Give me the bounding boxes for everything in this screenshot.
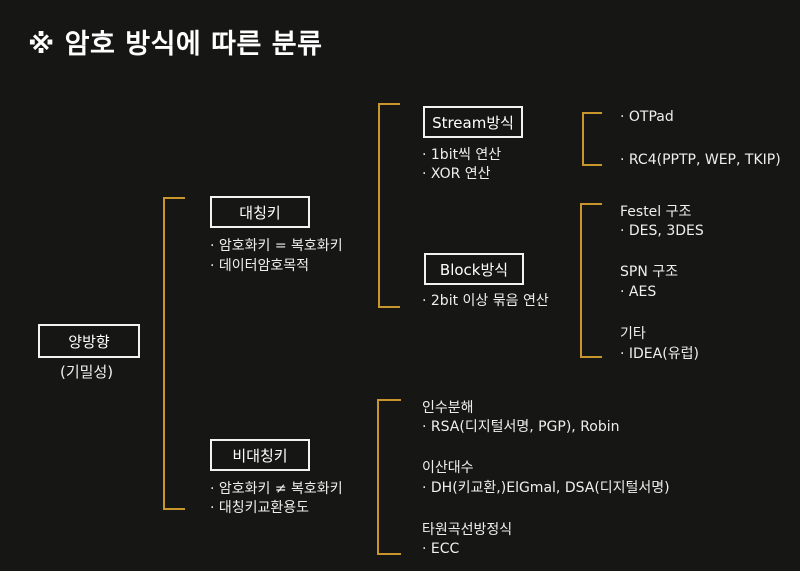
stream-note-1: · 1bit씩 연산 [422,147,502,163]
stream-item-otpad: · OTPad [620,109,674,125]
node-symmetric: 대칭키 [210,196,310,228]
bracket-block [580,203,602,358]
bracket-root [163,197,185,510]
node-stream-label: Stream방식 [432,113,514,132]
node-block-label: Block방식 [439,260,509,279]
node-symmetric-label: 대칭키 [239,203,281,222]
node-bidirectional-label: 양방향 [68,332,110,351]
asym-group-2-head: 이산대수 [422,460,474,476]
asymmetric-note-1: · 암호화키 ≠ 복호화키 [210,481,343,497]
symmetric-note-2: · 데이터암호목적 [210,258,310,274]
block-group-1-head: Festel 구조 [620,204,692,220]
node-stream: Stream방식 [423,106,523,138]
asymmetric-note-2: · 대칭키교환용도 [210,500,310,516]
asym-group-3-head: 타원곡선방정식 [422,522,513,538]
asym-group-1-head: 인수분해 [422,400,474,416]
asym-group-2-item: · DH(키교환,)ElGmal, DSA(디지털서명) [422,480,670,496]
bracket-symmetric [378,103,400,308]
asym-group-3-item: · ECC [422,541,460,557]
block-group-3-head: 기타 [620,326,646,342]
block-note-1: · 2bit 이상 묶음 연산 [422,293,549,309]
node-bidirectional-sub: (기밀성) [60,363,114,381]
stream-item-rc4: · RC4(PPTP, WEP, TKIP) [620,152,781,168]
node-asymmetric: 비대칭키 [210,439,310,471]
node-bidirectional: 양방향 [38,324,140,358]
page-title: ※ 암호 방식에 따른 분류 [28,29,323,60]
block-group-2-head: SPN 구조 [620,264,679,280]
block-group-1-item: · DES, 3DES [620,223,704,239]
block-group-3-item: · IDEA(유럽) [620,346,699,362]
node-asymmetric-label: 비대칭키 [232,446,288,465]
bracket-asymmetric [377,399,401,555]
symmetric-note-1: · 암호화키 = 복호화키 [210,238,343,254]
asym-group-1-item: · RSA(디지털서명, PGP), Robin [422,419,620,435]
bracket-stream [582,112,602,166]
stream-note-2: · XOR 연산 [422,166,491,182]
node-block: Block방식 [424,253,524,285]
block-group-2-item: · AES [620,284,657,300]
